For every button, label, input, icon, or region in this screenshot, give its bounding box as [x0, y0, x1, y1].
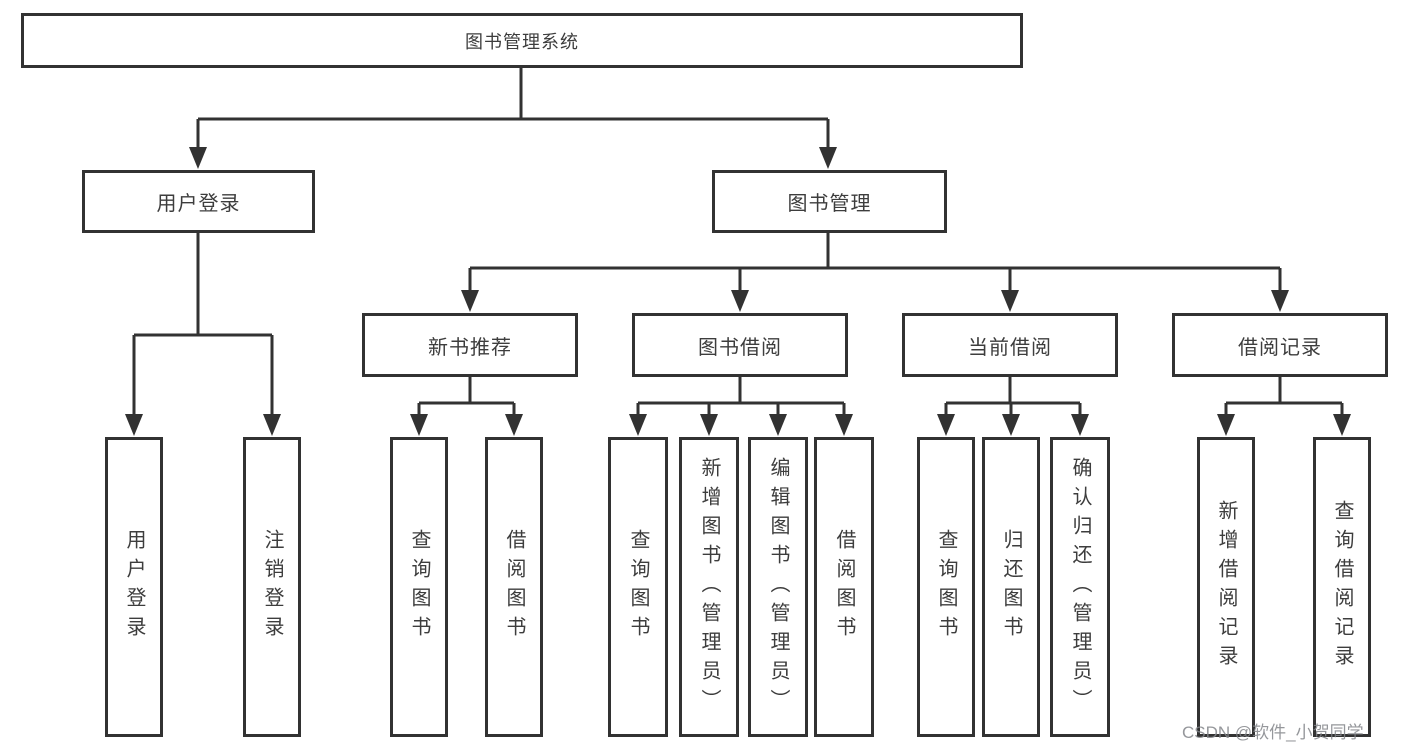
node-user-login-label: 用户登录 — [156, 193, 241, 215]
leaf-user-login-label: 用户登录 — [123, 529, 145, 645]
leaf-bb-borrow-books: 借阅图书 — [814, 437, 874, 737]
leaf-nbr-borrow-books: 借阅图书 — [485, 437, 543, 737]
leaf-br-add-record-label: 新增借阅记录 — [1215, 500, 1237, 674]
leaf-nbr-query-books: 查询图书 — [390, 437, 448, 737]
leaf-bb-borrow-books-label: 借阅图书 — [833, 529, 855, 645]
node-borrow-records: 借阅记录 — [1172, 313, 1388, 377]
node-root: 图书管理系统 — [21, 13, 1023, 68]
leaf-bb-add-books-admin-label: 新增图书（管理员） — [698, 456, 720, 718]
node-current-borrow: 当前借阅 — [902, 313, 1118, 377]
leaf-cb-query-books: 查询图书 — [917, 437, 975, 737]
leaf-logout-label: 注销登录 — [261, 529, 283, 645]
leaf-nbr-borrow-books-label: 借阅图书 — [503, 529, 525, 645]
leaf-nbr-query-books-label: 查询图书 — [408, 529, 430, 645]
leaf-bb-query-books-label: 查询图书 — [627, 529, 649, 645]
leaf-cb-return-books-label: 归还图书 — [1000, 529, 1022, 645]
leaf-bb-edit-books-admin: 编辑图书（管理员） — [748, 437, 808, 737]
leaf-user-login: 用户登录 — [105, 437, 163, 737]
node-book-borrow: 图书借阅 — [632, 313, 848, 377]
leaf-cb-return-books: 归还图书 — [982, 437, 1040, 737]
leaf-bb-add-books-admin: 新增图书（管理员） — [679, 437, 739, 737]
node-borrow-records-label: 借阅记录 — [1238, 336, 1322, 359]
node-new-book-recommend-label: 新书推荐 — [428, 336, 512, 359]
node-current-borrow-label: 当前借阅 — [968, 336, 1052, 359]
node-book-management: 图书管理 — [712, 170, 947, 233]
node-book-management-label: 图书管理 — [787, 193, 872, 215]
csdn-watermark: CSDN @软件_小贺同学 — [1182, 723, 1364, 742]
leaf-cb-confirm-return-admin: 确认归还（管理员） — [1050, 437, 1110, 737]
leaf-bb-query-books: 查询图书 — [608, 437, 668, 737]
node-new-book-recommend: 新书推荐 — [362, 313, 578, 377]
node-user-login: 用户登录 — [82, 170, 315, 233]
leaf-cb-query-books-label: 查询图书 — [935, 529, 957, 645]
leaf-br-add-record: 新增借阅记录 — [1197, 437, 1255, 737]
arrowheads — [125, 147, 1351, 436]
leaf-br-query-record: 查询借阅记录 — [1313, 437, 1371, 737]
leaf-cb-confirm-return-admin-label: 确认归还（管理员） — [1069, 456, 1091, 718]
leaf-bb-edit-books-admin-label: 编辑图书（管理员） — [767, 456, 789, 718]
node-book-borrow-label: 图书借阅 — [698, 336, 782, 359]
leaf-logout: 注销登录 — [243, 437, 301, 737]
node-root-label: 图书管理系统 — [465, 31, 579, 52]
leaf-br-query-record-label: 查询借阅记录 — [1331, 500, 1353, 674]
